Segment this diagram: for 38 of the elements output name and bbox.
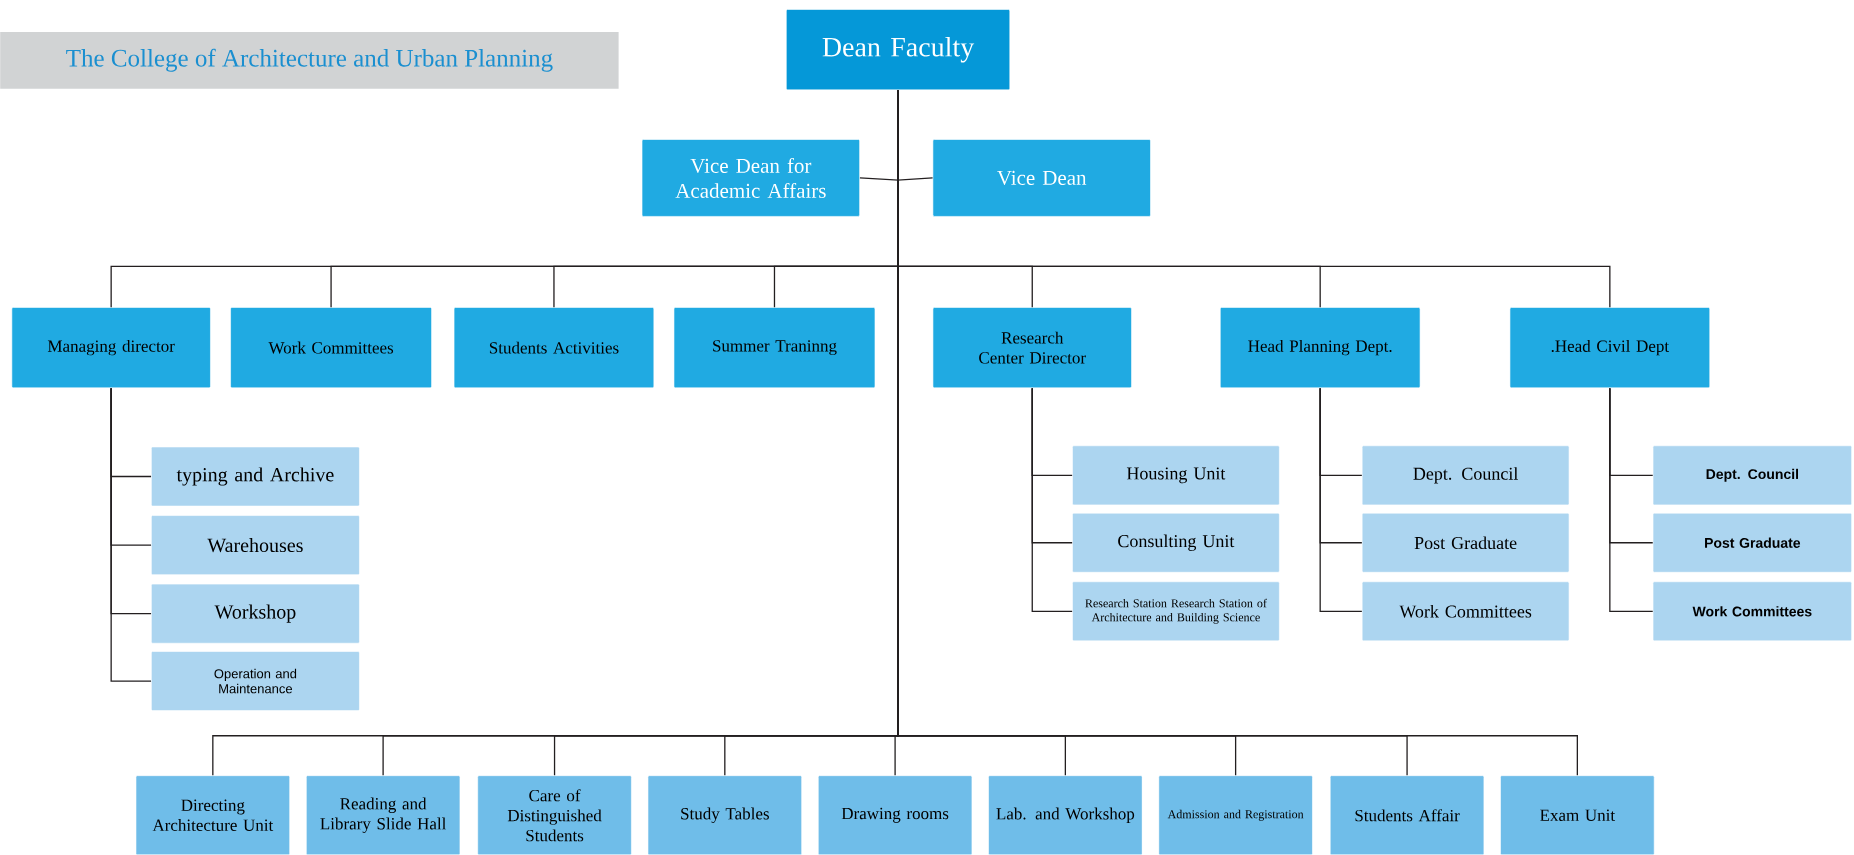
unit-box: Care of Distinguished Students bbox=[477, 775, 632, 855]
unit-box: Dept. Council bbox=[1652, 445, 1852, 506]
unit-box: Post Graduate bbox=[1361, 512, 1570, 573]
position-box: Research Center Director bbox=[932, 307, 1132, 389]
unit-box: Post Graduate bbox=[1652, 512, 1852, 573]
unit-box: Research Station Research Station of Architecture and Building Science bbox=[1072, 581, 1280, 642]
position-box: Managing director bbox=[11, 307, 211, 389]
unit-box: Lab. and Workshop bbox=[988, 775, 1143, 855]
unit-box: Exam Unit bbox=[1500, 775, 1655, 855]
position-box: Head Planning Dept. bbox=[1219, 307, 1421, 389]
position-box: Summer Traninng bbox=[673, 307, 876, 389]
unit-box: Directing Architecture Unit bbox=[135, 775, 290, 855]
connector-line bbox=[110, 387, 152, 682]
position-box: Vice Dean for Academic Affairs bbox=[641, 139, 860, 217]
connector-line bbox=[1031, 387, 1073, 612]
unit-box: Admission and Registration bbox=[1158, 775, 1313, 855]
position-box: .Head Civil Dept bbox=[1509, 307, 1711, 389]
position-box: Students Activities bbox=[453, 307, 655, 389]
unit-box: typing and Archive bbox=[151, 446, 360, 507]
connector-line bbox=[1609, 387, 1654, 612]
unit-box: Consulting Unit bbox=[1072, 512, 1280, 573]
unit-box: Reading and Library Slide Hall bbox=[305, 775, 461, 855]
connector-line bbox=[1319, 387, 1363, 612]
title-banner: The College of Architecture and Urban Planning bbox=[0, 31, 619, 89]
unit-box: Work Committees bbox=[1652, 581, 1852, 642]
unit-box: Operation and Maintenance bbox=[151, 651, 360, 711]
unit-box: Housing Unit bbox=[1072, 445, 1280, 506]
position-box: Dean Faculty bbox=[786, 9, 1011, 91]
unit-box: Students Affair bbox=[1329, 775, 1485, 855]
unit-box: Warehouses bbox=[151, 515, 360, 575]
connector-line bbox=[897, 89, 1578, 777]
unit-box: Study Tables bbox=[647, 775, 802, 855]
unit-box: Dept. Council bbox=[1361, 445, 1570, 506]
position-box: Vice Dean bbox=[932, 139, 1151, 217]
position-box: Work Committees bbox=[230, 307, 432, 389]
unit-box: Workshop bbox=[151, 583, 360, 644]
unit-box: Drawing rooms bbox=[817, 775, 973, 855]
unit-box: Work Committees bbox=[1361, 581, 1570, 642]
